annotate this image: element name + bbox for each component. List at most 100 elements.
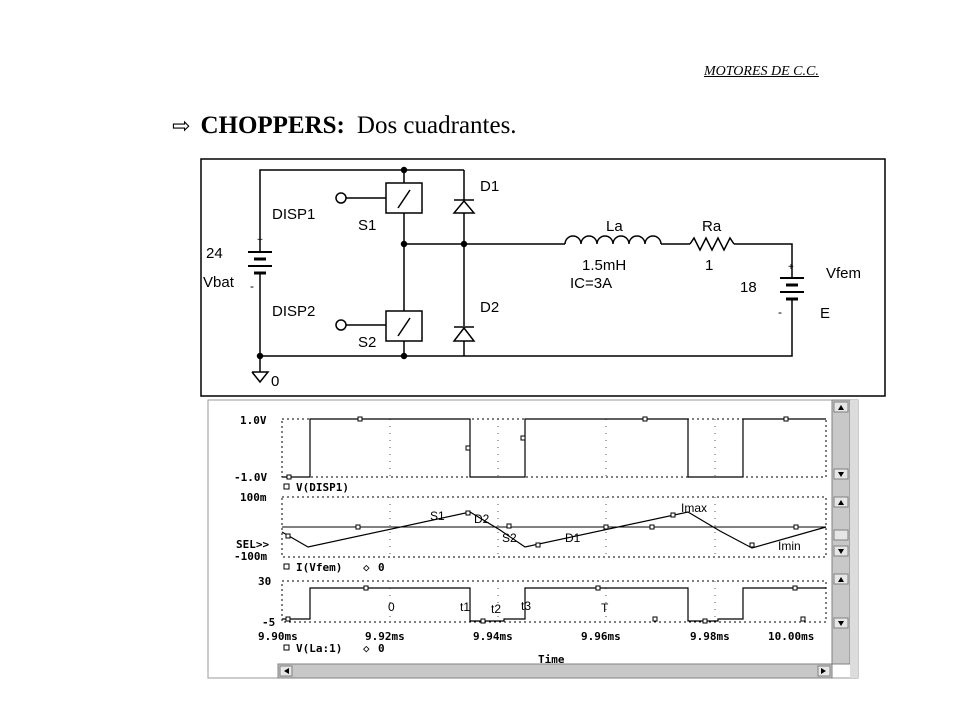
ann-imin: Imin: [778, 539, 801, 553]
slide-title: ⇨ CHOPPERS: Dos cuadrantes.: [172, 112, 517, 140]
title-main: CHOPPERS:: [200, 112, 345, 139]
legend3-diamond-icon: ◇: [363, 642, 370, 655]
circuit-frame: [200, 158, 886, 397]
inductor-la: [564, 235, 662, 245]
circuit-schematic: [200, 158, 886, 397]
pane2-frame: [281, 496, 827, 558]
ann-d1: D1: [565, 531, 581, 545]
disp1-terminal: [335, 192, 347, 204]
d1-label: D1: [480, 178, 499, 195]
ann-s2: S2: [502, 531, 517, 545]
pane2-scroll-mid[interactable]: [833, 529, 849, 541]
disp1-label: DISP1: [272, 206, 315, 223]
diode-d1: [452, 199, 476, 214]
legend2-zero: 0: [378, 561, 385, 574]
p2-ytop: 100m: [240, 491, 267, 504]
resistor-value: 1: [705, 257, 713, 274]
wire-top-left: [259, 169, 404, 252]
ann-d2: D2: [474, 512, 490, 526]
arrow-icon: ⇨: [172, 114, 191, 139]
pane1-down-arrow-icon: [838, 472, 844, 477]
legend2-diamond-icon: ◇: [363, 561, 370, 574]
pane2-down-arrow-icon: [838, 549, 844, 554]
horizontal-scrollbar[interactable]: [277, 663, 833, 679]
p1-ybot: -1.0V: [234, 471, 267, 484]
legend1-marker: [283, 483, 290, 490]
wire-source-bottom: [464, 299, 793, 357]
battery-name: Vbat: [203, 274, 235, 291]
source-value: 18: [740, 279, 757, 296]
legend2-marker: [283, 563, 290, 570]
trace-ivfem: [281, 511, 827, 549]
gridlines: [389, 419, 716, 622]
right-edge: [850, 400, 858, 678]
ground-label: 0: [271, 373, 279, 390]
s1-label: S1: [358, 217, 376, 234]
disp2-terminal: [335, 319, 347, 331]
inductor-ic: IC=3A: [570, 275, 612, 292]
pane3-down-arrow-icon: [838, 621, 844, 626]
ground-symbol: [251, 371, 270, 384]
source-minus: -: [778, 305, 782, 319]
pane-scroll-arrows: [838, 405, 844, 626]
legend1-text: V(DISP1): [296, 481, 349, 494]
legend3-marker: [283, 644, 290, 651]
x-tick-0: 9.90ms: [258, 630, 298, 643]
source-plus: +: [788, 262, 794, 273]
pane2-up-arrow-icon: [838, 500, 844, 505]
p3-ytop: 30: [258, 575, 271, 588]
pane3-frame: [281, 580, 827, 623]
x-tick-1: 9.92ms: [365, 630, 405, 643]
trace-markers: [285, 416, 806, 624]
scroll-right-arrow-icon: [821, 668, 826, 674]
p1-ytop: 1.0V: [240, 414, 267, 427]
diode-d2: [452, 326, 476, 342]
resistor-name: Ra: [702, 218, 722, 235]
scroll-left-arrow-icon: [284, 668, 289, 674]
pane1-up-arrow-icon: [838, 405, 844, 410]
ann-T: T: [601, 601, 609, 615]
waveforms: [281, 418, 827, 622]
battery-plus: +: [257, 235, 263, 246]
p2-sel: SEL>>: [236, 538, 269, 551]
x-tick-3: 9.96ms: [581, 630, 621, 643]
trace-vla: [282, 587, 826, 622]
legend3-zero: 0: [378, 642, 385, 655]
legend2-text: I(Vfem): [296, 561, 342, 574]
battery-value: 24: [206, 245, 223, 262]
x-tick-2: 9.94ms: [473, 630, 513, 643]
subject-header: MOTORES DE C.C.: [704, 64, 819, 79]
source-name: Vfem: [826, 265, 861, 282]
source-e: E: [820, 305, 830, 322]
sim-frame: [207, 399, 859, 679]
s2-label: S2: [358, 334, 376, 351]
circuit-labels: 24 Vbat + - DISP1 S1 DISP2 S2 D1 D2 La 1…: [203, 178, 861, 390]
x-tick-4: 9.98ms: [690, 630, 730, 643]
legend3-text: V(La:1): [296, 642, 342, 655]
battery-minus: -: [250, 279, 254, 293]
p3-ybot: -5: [262, 616, 275, 629]
ann-0: 0: [388, 600, 395, 614]
ann-s1: S1: [430, 509, 445, 523]
d2-label: D2: [480, 299, 499, 316]
p2-ybot: -100m: [234, 550, 267, 563]
wire-r-source: [734, 243, 793, 278]
ann-t3: t3: [521, 599, 531, 613]
switch-s2-contact: [397, 317, 411, 337]
x-tick-5: 10.00ms: [768, 630, 814, 643]
trace-vdisp1: [282, 418, 826, 478]
resistor-ra: [689, 236, 735, 252]
disp2-label: DISP2: [272, 303, 315, 320]
switch-s1-contact: [397, 189, 411, 209]
pane3-up-arrow-icon: [838, 577, 844, 582]
legends: V(DISP1) I(Vfem) ◇ 0 V(La:1) ◇ 0: [283, 481, 385, 655]
title-sub: Dos cuadrantes.: [356, 112, 517, 139]
inductor-value: 1.5mH: [582, 257, 626, 274]
simulation-window: 1.0V -1.0V 100m SEL>> -100m 30 -5 9.90ms…: [207, 399, 859, 679]
axis-labels: 1.0V -1.0V 100m SEL>> -100m 30 -5 9.90ms…: [234, 414, 814, 666]
x-axis-label: Time: [538, 653, 565, 666]
ann-imax: Imax: [681, 501, 707, 515]
node-bottom: [400, 352, 408, 360]
annotations: S1 D2 S2 D1 Imax Imin 0 t1 t2 t3 T: [388, 501, 801, 616]
